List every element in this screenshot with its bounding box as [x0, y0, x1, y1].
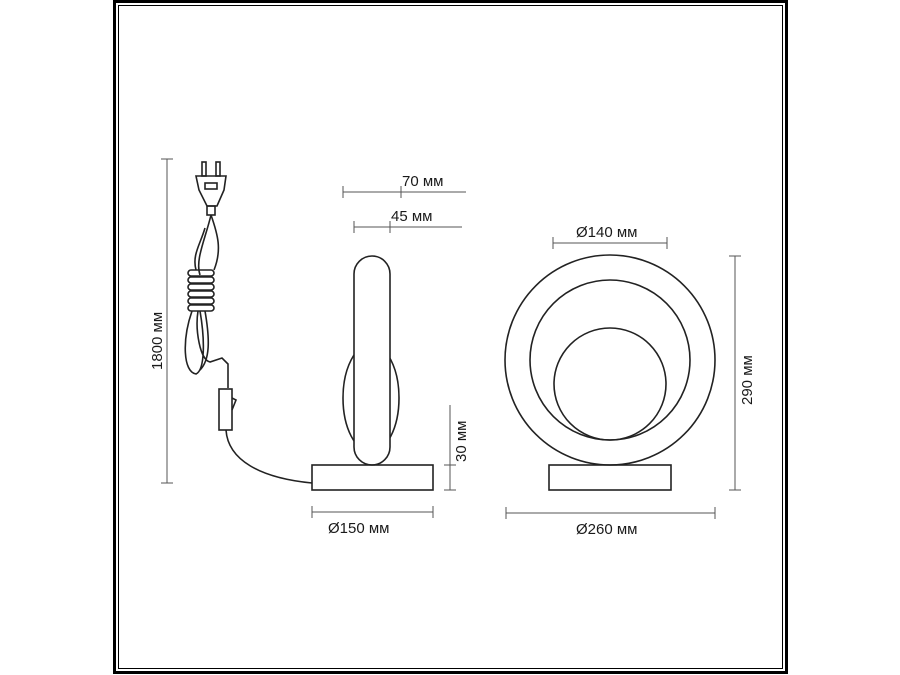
switch [218, 388, 233, 431]
cord-coil [187, 269, 215, 312]
cord-length-dimension: 1800 мм [149, 158, 173, 484]
base-diameter-label: Ø150 мм [328, 520, 390, 537]
inner-diameter-label: Ø140 мм [576, 224, 638, 241]
base-diameter-dimension: Ø150 мм [311, 506, 434, 537]
front-view [504, 254, 716, 491]
outer-diameter-dimension: Ø260 мм [505, 507, 716, 538]
ring-depth-dimension: 45 мм [353, 208, 462, 233]
outer-diameter-label: Ø260 мм [576, 521, 638, 538]
height-total-dimension: 290 мм [729, 255, 756, 491]
plug-with-cord [184, 161, 313, 484]
ring-depth-label: 45 мм [391, 208, 432, 225]
depth-total-label: 70 мм [402, 173, 443, 190]
height-total-label: 290 мм [739, 355, 756, 405]
base-height-label: 30 мм [453, 421, 470, 462]
side-view [311, 255, 434, 491]
drawing-frame-outer [113, 0, 788, 674]
cord-length-label: 1800 мм [149, 312, 166, 370]
depth-total-dimension: 70 мм [342, 173, 466, 198]
base-height-dimension: 30 мм [444, 405, 470, 491]
inner-diameter-dimension: Ø140 мм [552, 224, 668, 249]
drawing-frame-inner [118, 5, 783, 669]
